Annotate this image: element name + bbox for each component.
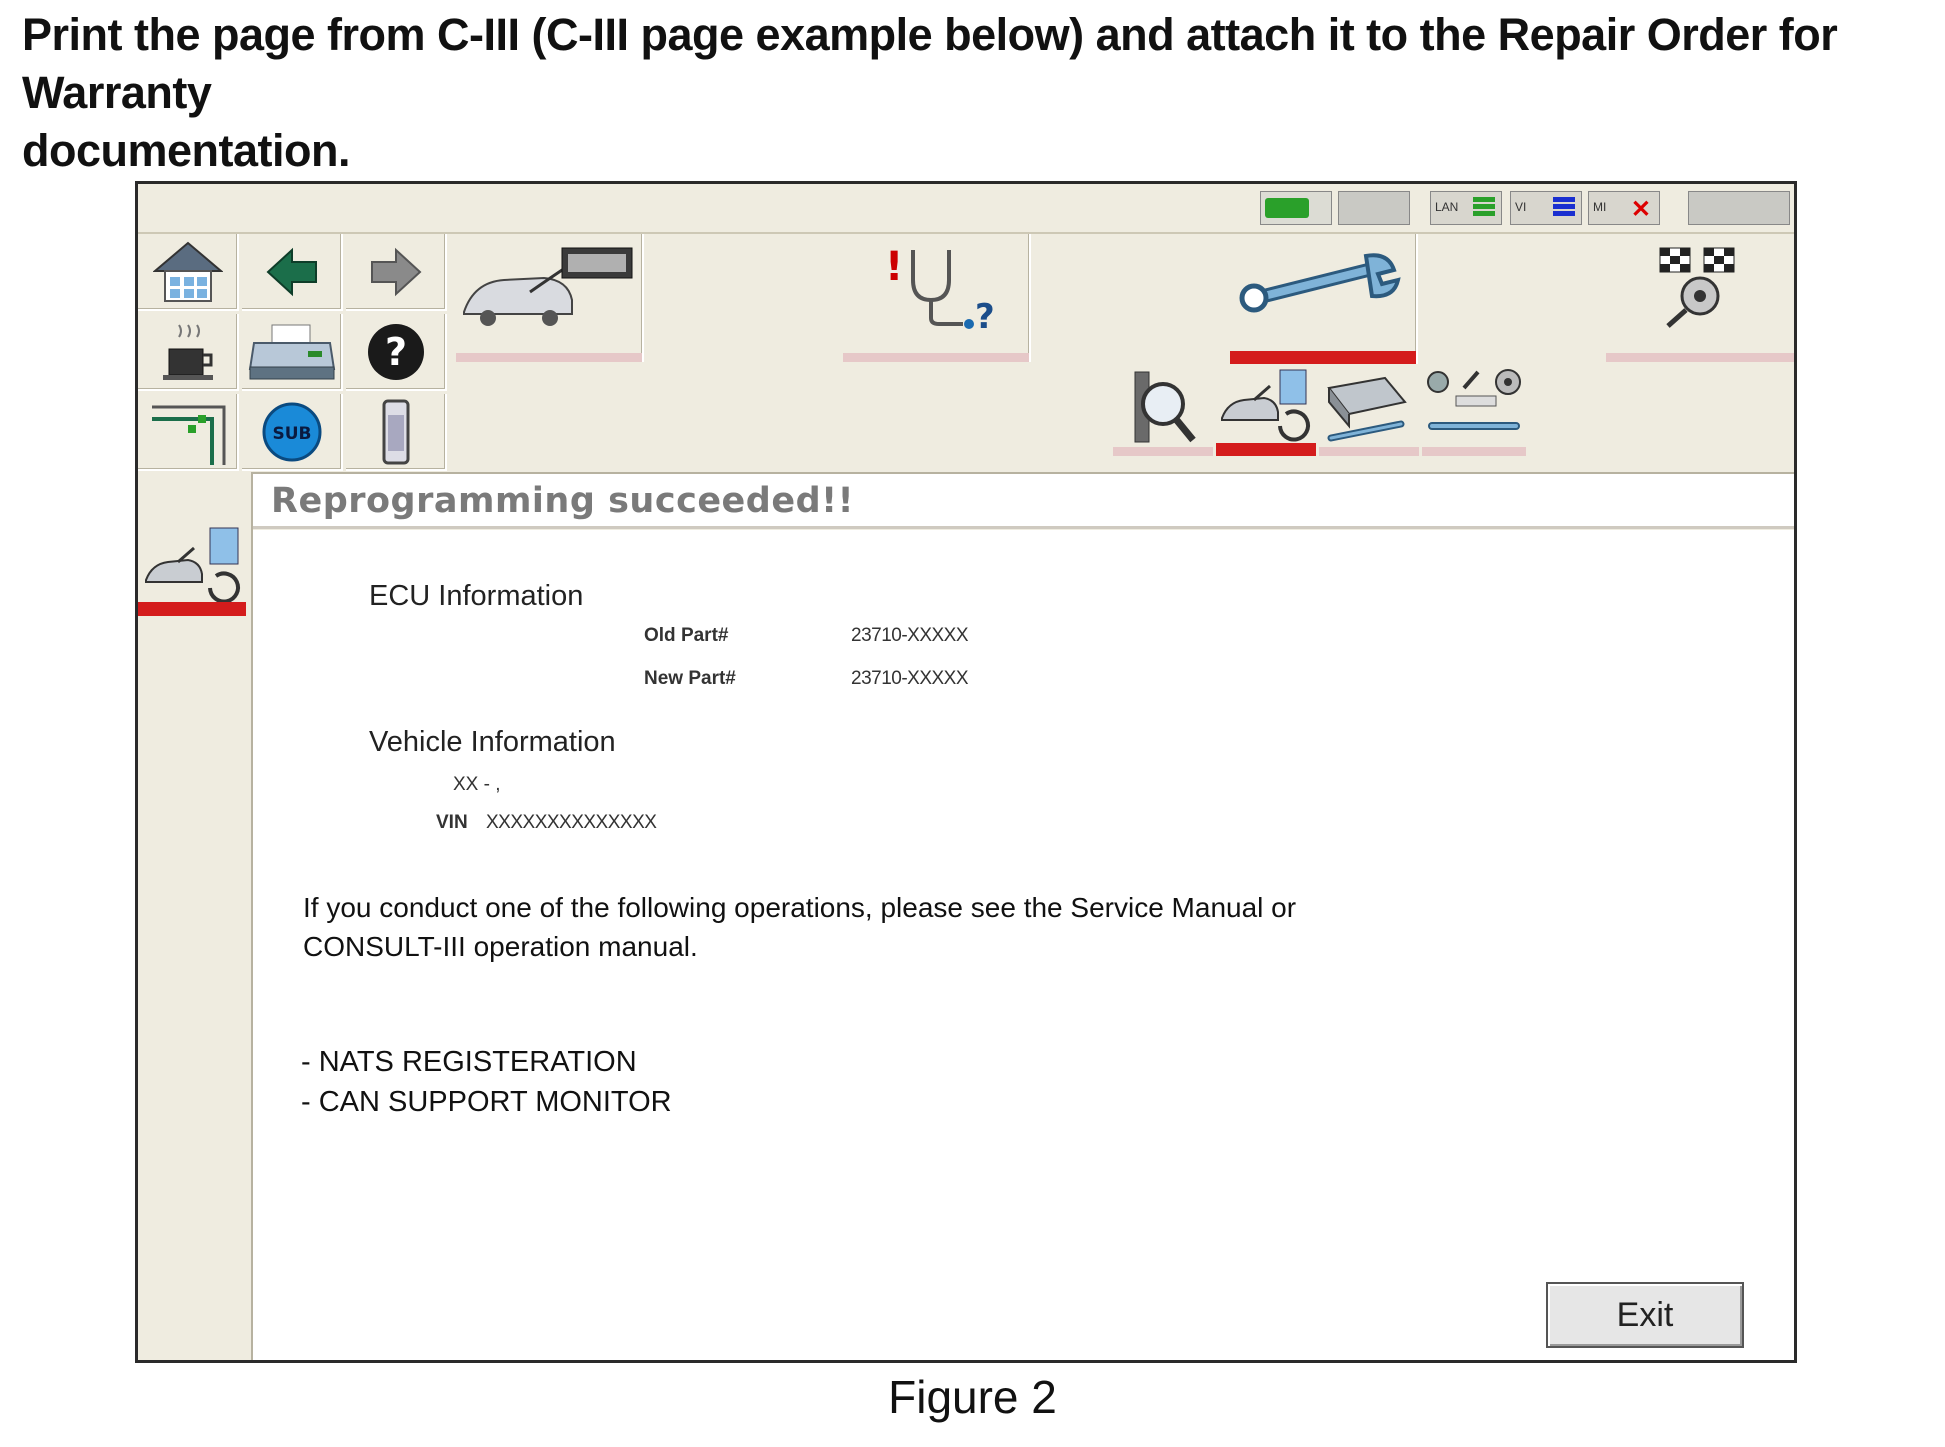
battery-button[interactable] <box>346 394 447 471</box>
forward-button[interactable] <box>346 234 447 311</box>
vin-value: XXXXXXXXXXXXXX <box>486 812 657 833</box>
svg-text:?: ? <box>384 330 406 374</box>
diagnosis-tab[interactable]: ! ? <box>843 234 1031 362</box>
vehicle-information-heading: Vehicle Information <box>369 726 616 758</box>
racing-tab[interactable] <box>1606 234 1794 362</box>
mi-indicator: MI ✕ <box>1588 191 1660 225</box>
mi-label: MI <box>1593 200 1607 214</box>
old-part-value: 23710-XXXXX <box>851 625 969 646</box>
help-icon: ? <box>367 323 424 380</box>
lan-indicator: LAN <box>1430 191 1502 225</box>
racing-flags-icon <box>1659 247 1735 328</box>
print-button[interactable] <box>242 314 343 391</box>
blank-wide-indicator <box>1688 191 1790 225</box>
vehicle-line: XX - , <box>453 774 501 795</box>
error-x-icon: ✕ <box>1630 196 1651 223</box>
tab-underline <box>1606 353 1794 362</box>
help-button[interactable]: ? <box>346 314 447 391</box>
old-part-label: Old Part# <box>644 625 729 646</box>
instruction-line-2: documentation. <box>22 125 351 176</box>
sub-tab-underline <box>1113 447 1213 456</box>
screen-capture-icon <box>151 405 225 465</box>
svg-text:!: ! <box>885 244 903 290</box>
selected-sub-tab-marker <box>1216 443 1316 456</box>
work-support-tab[interactable] <box>1230 234 1418 364</box>
screen-title: Reprogramming succeeded!! <box>271 481 855 521</box>
sub-tab-underline <box>1422 447 1526 456</box>
instruction-line-1: Print the page from C-III (C-III page ex… <box>22 9 1838 118</box>
selected-tab-marker <box>1230 351 1416 364</box>
blank-indicator <box>1338 191 1410 225</box>
settings-tools-icon <box>1427 369 1521 430</box>
operations-note-line-1: If you conduct one of the following oper… <box>303 892 1297 923</box>
content-area: ECU Information Old Part# 23710-XXXXX Ne… <box>253 530 1794 1360</box>
vi-indicator: VI <box>1510 191 1582 225</box>
screen-capture-button[interactable] <box>138 394 239 471</box>
figure-caption: Figure 2 <box>888 1371 1057 1423</box>
printer-icon <box>248 324 335 379</box>
vehicle-connection-icon <box>463 247 633 326</box>
ecu-information-heading: ECU Information <box>369 580 584 612</box>
vehicle-connection-tab[interactable] <box>456 234 644 362</box>
side-panel <box>138 472 253 1360</box>
new-part-label: New Part# <box>644 668 736 689</box>
sub-label: SUB <box>272 424 311 444</box>
tool-grid: ? SUB <box>138 234 454 472</box>
operations-note-line-2: CONSULT-III operation manual. <box>303 931 698 962</box>
battery-icon <box>382 399 409 464</box>
sub-button-icon: SUB <box>262 402 321 461</box>
screen-title-bar: Reprogramming succeeded!! <box>253 472 1794 529</box>
new-part-value: 23710-XXXXX <box>851 668 969 689</box>
status-strip: LAN VI MI ✕ <box>138 184 1794 234</box>
reprogramming-side-icon <box>145 527 240 604</box>
operations-note: If you conduct one of the following oper… <box>303 888 1296 966</box>
sub-tab-underline <box>1319 447 1419 456</box>
wrench-icon <box>1239 253 1401 313</box>
diagnosis-stethoscope-icon: ! ? <box>885 244 995 330</box>
tab-underline <box>843 353 1029 362</box>
reprogramming-sub-tab[interactable] <box>1216 364 1316 456</box>
settings-sub-tab[interactable] <box>1422 364 1526 456</box>
vin-label: VIN <box>436 812 468 833</box>
exit-button[interactable]: Exit <box>1546 1282 1744 1348</box>
operation-item: - NATS REGISTERATION <box>301 1046 637 1078</box>
coffee-cup-icon <box>162 323 213 380</box>
instruction-text: Print the page from C-III (C-III page ex… <box>22 6 1922 180</box>
lan-label: LAN <box>1435 200 1459 214</box>
side-selected-marker <box>138 602 246 616</box>
reprogramming-icon <box>1221 369 1310 442</box>
vi-label: VI <box>1515 200 1527 214</box>
ecu-service-icon <box>1327 376 1407 442</box>
back-button[interactable] <box>242 234 343 311</box>
back-arrow-icon <box>266 247 317 296</box>
sleep-button[interactable] <box>138 314 239 391</box>
search-magnifier-icon <box>1134 371 1196 443</box>
home-button[interactable] <box>138 234 239 311</box>
ecu-connection-indicator <box>1260 191 1332 225</box>
ecu-service-sub-tab[interactable] <box>1319 364 1419 456</box>
search-sub-tab[interactable] <box>1113 364 1213 456</box>
svg-text:?: ? <box>975 297 995 330</box>
sub-button[interactable]: SUB <box>242 394 343 471</box>
consult-iii-window: LAN VI MI ✕ <box>135 181 1797 1363</box>
forward-arrow-icon <box>370 247 421 296</box>
operation-item: - CAN SUPPORT MONITOR <box>301 1086 672 1118</box>
tab-underline <box>456 353 642 362</box>
home-icon <box>152 241 223 302</box>
